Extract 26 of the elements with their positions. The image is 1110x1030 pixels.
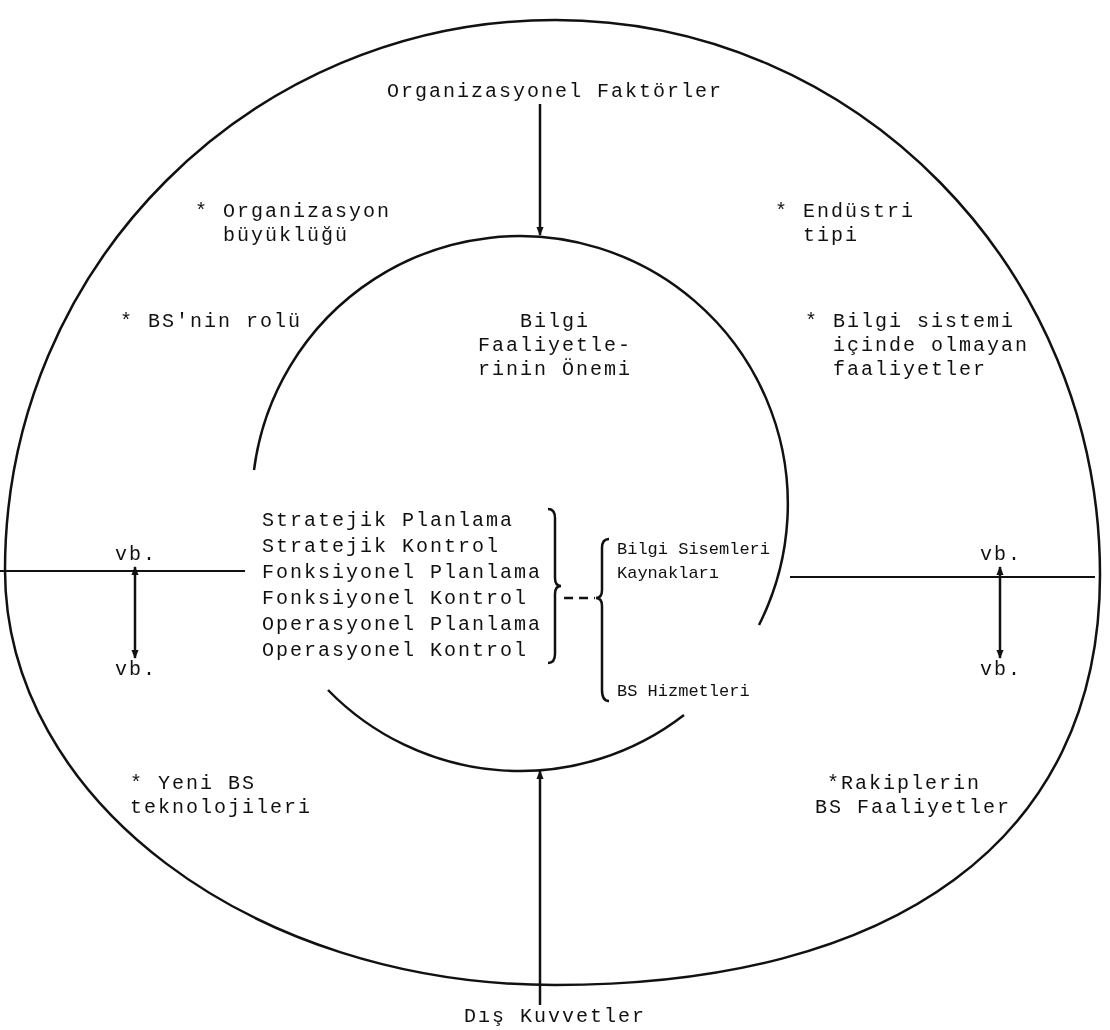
factor-heading: Dış Kuvvetler	[464, 1005, 647, 1028]
list-item: Fonksiyonel Planlama	[262, 560, 543, 586]
list-item: Fonksiyonel Kontrol	[262, 586, 530, 612]
factor-note: *Rakiplerin BS Faaliyetler	[815, 772, 1013, 820]
factor-heading: Organizasyonel Faktörler	[387, 80, 724, 103]
factor-note: * Yeni BS teknolojileri	[130, 772, 314, 820]
service-text: BS Hizmetleri	[617, 681, 751, 703]
etc-text: vb.	[115, 543, 157, 566]
factor-note: * BS'nin rolü	[120, 310, 303, 334]
factor-note: * Endüstri tipi	[775, 200, 917, 248]
list-item: Stratejik Planlama	[262, 508, 516, 534]
connector-line	[564, 596, 595, 600]
resource-text: Bilgi Sisemleri Kaynakları	[617, 539, 772, 585]
arrow	[536, 770, 544, 1005]
list-item: Operasyonel Kontrol	[262, 638, 530, 664]
arrow	[536, 104, 544, 236]
list-item: Operasyonel Planlama	[262, 612, 543, 638]
arrow	[131, 566, 139, 659]
etc-text: vb.	[980, 543, 1022, 566]
list-item: Stratejik Kontrol	[262, 534, 502, 560]
etc-text: vb.	[115, 658, 157, 681]
center-text: Bilgi Faaliyetle- rinin Önemi	[477, 310, 633, 382]
arrow	[996, 566, 1004, 659]
factor-note: * Bilgi sistemi içinde olmayan faaliyetler	[805, 310, 1031, 382]
etc-text: vb.	[980, 658, 1022, 681]
factor-note: * Organizasyon büyüklüğü	[195, 200, 393, 248]
